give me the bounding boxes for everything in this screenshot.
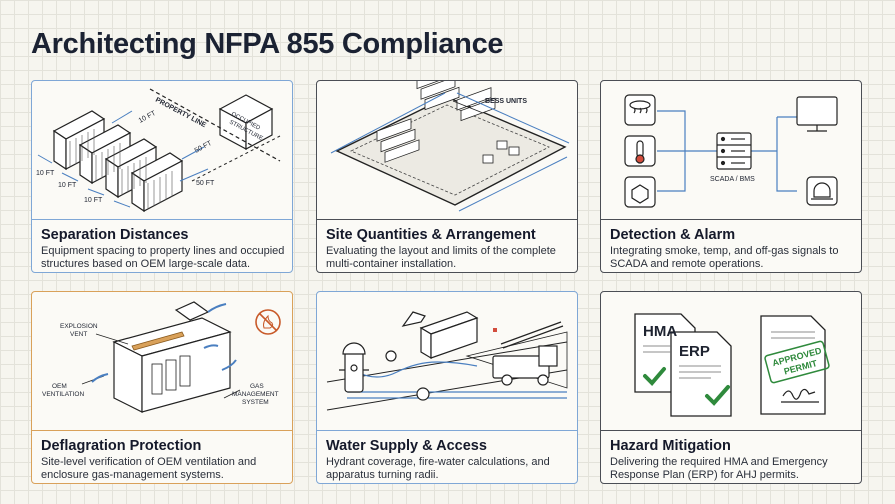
thermometer-icon (624, 135, 656, 167)
management-label: MANAGEMENT (232, 391, 279, 398)
card-site-quantities: BESS UNITS Site Quantities & Arrangement… (316, 80, 578, 273)
distance-label: 50 FT (196, 180, 215, 187)
detection-illustration: SCADA / BMS (601, 81, 861, 219)
card-title: Site Quantities & Arrangement (326, 227, 536, 243)
monitor-icon (796, 96, 838, 132)
fire-truck-icon (492, 321, 564, 386)
card-divider (601, 430, 861, 431)
distance-label: 10 FT (138, 110, 158, 125)
distance-label: 50 FT (194, 140, 214, 155)
card-divider (32, 219, 292, 220)
card-description: Integrating smoke, temp, and off-gas sig… (610, 245, 839, 270)
distance-label: 10 FT (84, 197, 103, 204)
card-divider (317, 430, 577, 431)
card-divider (317, 219, 577, 220)
distance-label: 10 FT (36, 170, 55, 177)
card-detection-alarm: SCADA / BMS Detection & Alarm Integratin… (600, 80, 862, 273)
system-label: SYSTEM (242, 399, 269, 406)
card-separation-distances: PROPERTY LINE OCCUPIED STRUCTURE 10 FT 1… (31, 80, 293, 273)
ventilation-label: VENTILATION (42, 391, 84, 398)
card-description: Delivering the required HMA and Emergenc… (610, 456, 828, 481)
card-description: Evaluating the layout and limits of the … (326, 245, 556, 270)
separation-illustration: PROPERTY LINE OCCUPIED STRUCTURE 10 FT 1… (32, 81, 292, 219)
card-divider (601, 219, 861, 220)
card-title: Water Supply & Access (326, 438, 487, 454)
card-description: Equipment spacing to property lines and … (41, 245, 285, 270)
card-deflagration-protection: EXPLOSION VENT OEM VENTILATION GAS MANAG… (31, 291, 293, 484)
fire-hydrant-icon (339, 342, 369, 393)
site-layout-illustration: BESS UNITS (317, 81, 577, 219)
checkmark-icon (705, 385, 730, 406)
property-line-label: PROPERTY LINE (154, 97, 207, 130)
occupied-structure (218, 94, 274, 151)
erp-label: ERP (679, 343, 710, 360)
gas-sensor-icon (624, 176, 656, 208)
smoke-detector-icon (624, 94, 656, 126)
approved-stamp: APPROVED PERMIT (764, 340, 830, 384)
vent-label: VENT (70, 331, 87, 338)
card-description: Hydrant coverage, fire-water calculation… (326, 456, 550, 481)
card-title: Detection & Alarm (610, 227, 736, 243)
water-supply-illustration (317, 292, 577, 430)
deflagration-illustration: EXPLOSION VENT OEM VENTILATION GAS MANAG… (32, 292, 292, 430)
card-divider (32, 430, 292, 431)
signature-icon (781, 388, 819, 403)
alarm-beacon-icon (806, 176, 838, 206)
scada-label: SCADA / BMS (710, 176, 755, 183)
hma-label: HMA (643, 323, 677, 340)
card-title: Separation Distances (41, 227, 189, 243)
card-title: Hazard Mitigation (610, 438, 731, 454)
hazard-docs-illustration: HMA ERP APPROVED PERMIT (601, 292, 861, 430)
no-fire-icon (255, 309, 281, 335)
distance-label: 10 FT (58, 182, 77, 189)
gas-label: GAS (250, 383, 264, 390)
checkmark-icon (643, 367, 666, 386)
oem-label: OEM (52, 383, 67, 390)
card-hazard-mitigation: HMA ERP APPROVED PERMIT (600, 291, 862, 484)
card-water-supply: Water Supply & Access Hydrant coverage, … (316, 291, 578, 484)
bess-units-label: BESS UNITS (485, 98, 527, 105)
card-title: Deflagration Protection (41, 438, 202, 454)
card-description: Site-level verification of OEM ventilati… (41, 456, 257, 481)
server-rack-icon (716, 132, 752, 170)
page-title: Architecting NFPA 855 Compliance (31, 28, 504, 60)
explosion-label: EXPLOSION (60, 323, 98, 330)
